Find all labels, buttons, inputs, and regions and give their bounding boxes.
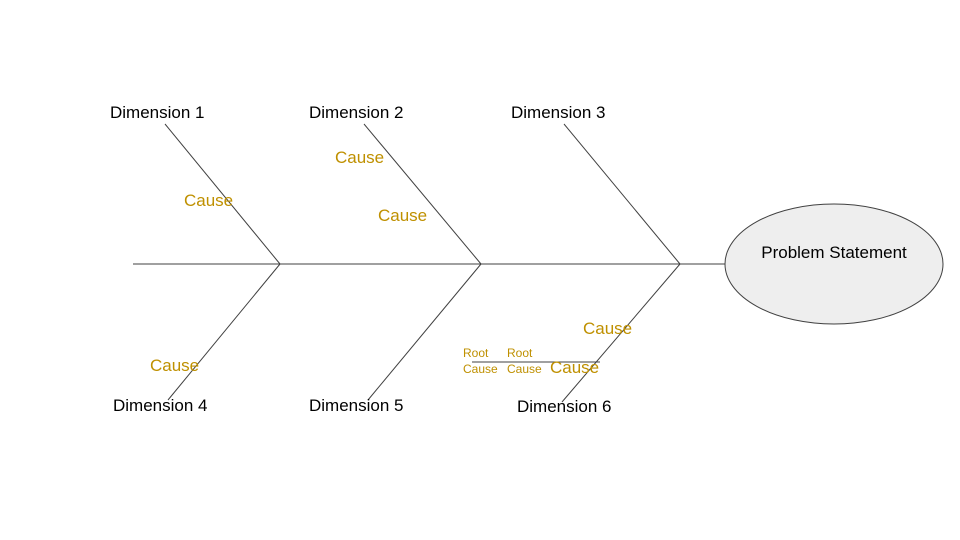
dimension-2-label: Dimension 2 [309, 103, 404, 122]
cause-label-dimension-6-b: Cause [550, 358, 600, 377]
bone-dimension-6 [561, 263, 681, 403]
dimension-4-label: Dimension 4 [113, 396, 208, 415]
bone-dimension-5 [367, 263, 482, 401]
dimension-5-label: Dimension 5 [309, 396, 404, 415]
problem-statement: Problem Statement [761, 243, 907, 262]
root-cause-label-2: Root Cause [507, 346, 542, 376]
cause-label-dimension-6-a: Cause [583, 319, 633, 338]
bone-dimension-4 [167, 263, 281, 401]
root-cause-label-1: Root Cause [463, 346, 498, 376]
bone-dimension-1 [164, 123, 281, 265]
cause-label-dimension-4: Cause [150, 356, 200, 375]
dimension-3-label: Dimension 3 [511, 103, 606, 122]
bone-dimension-3 [563, 123, 681, 265]
dimension-6-label: Dimension 6 [517, 397, 612, 416]
dimension-1-label: Dimension 1 [110, 103, 205, 122]
problem-head-ellipse [724, 203, 944, 325]
cause-label-dimension-1: Cause [184, 191, 234, 210]
cause-label-dimension-2-a: Cause [335, 148, 385, 167]
bone-dimension-2 [363, 123, 482, 265]
cause-label-dimension-2-b: Cause [378, 206, 428, 225]
